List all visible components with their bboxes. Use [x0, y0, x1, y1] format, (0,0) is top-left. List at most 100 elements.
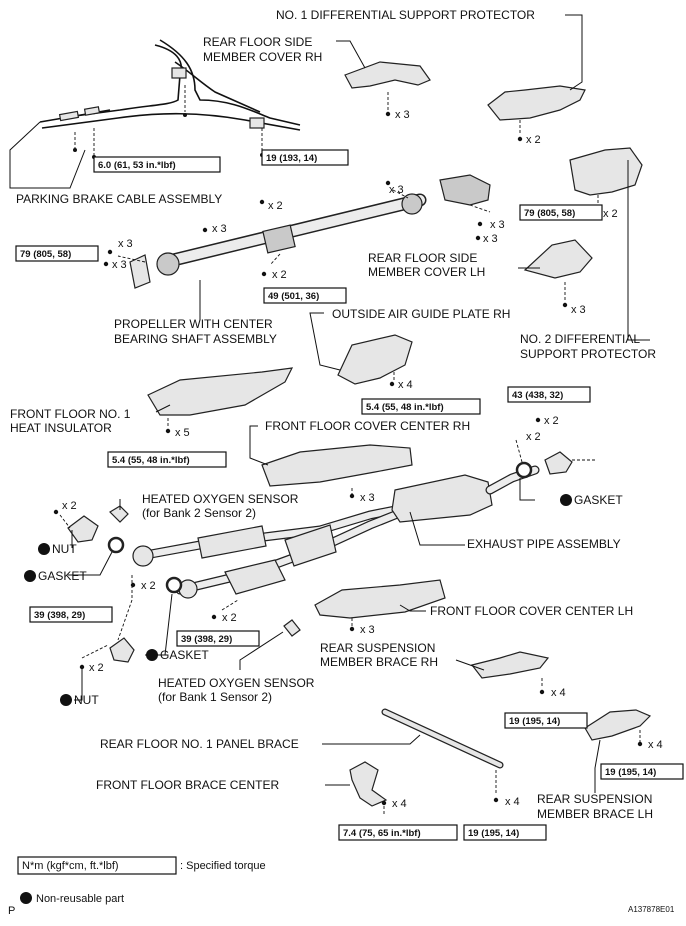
label-no2-diff-2: SUPPORT PROTECTOR [520, 347, 656, 361]
svg-text:39 (398, 29): 39 (398, 29) [34, 610, 85, 621]
qty-bolt-39-2: x 2 [222, 612, 237, 624]
parking-brake-cable-drawing [39, 39, 301, 131]
qty-heat-insulator: x 5 [175, 427, 190, 439]
corner-letter: P [8, 905, 15, 917]
torque-box-19-195-lh: 19 (195, 14) [600, 763, 684, 780]
qty-rear-susp-lh: x 4 [648, 739, 663, 751]
bolt-markers [53, 180, 643, 806]
label-no2-diff-1: NO. 2 DIFFERENTIAL [520, 332, 640, 346]
legend-torque-text: : Specified torque [180, 860, 266, 872]
label-o2-bank1-2: (for Bank 1 Sensor 2) [158, 690, 272, 704]
o2-sensor-bank2-drawing [109, 505, 129, 523]
torque-box-19-195-rh: 19 (195, 14) [504, 712, 588, 729]
gasket-ring-bank2 [107, 536, 125, 554]
torque-box-5-4-insulator: 5.4 (55, 48 in.*lbf) [107, 451, 227, 468]
label-heat-insulator-2: HEAT INSULATOR [10, 421, 112, 435]
front-pipe-bank1-drawing [109, 637, 135, 663]
no2-diff-protector-drawing [569, 147, 643, 196]
qty-front-flange-1: x 3 [118, 238, 133, 250]
svg-text:6.0 (61, 53 in.*lbf): 6.0 (61, 53 in.*lbf) [98, 160, 176, 171]
label-front-floor-cover-rh: FRONT FLOOR COVER CENTER RH [265, 419, 470, 433]
legend-nonreusable: Non-reusable part [20, 892, 124, 905]
rear-susp-brace-rh-drawing [470, 651, 550, 679]
qty-panel-brace: x 4 [505, 796, 520, 808]
qty-rear-cover-rh: x 3 [395, 109, 410, 121]
svg-text:19 (193, 14): 19 (193, 14) [266, 153, 317, 164]
qty-front-cover-lh: x 3 [360, 624, 375, 636]
torque-box-19-195-brace: 19 (195, 14) [463, 824, 547, 841]
label-gasket-2: GASKET [160, 648, 209, 662]
label-propeller-1: PROPELLER WITH CENTER [114, 317, 273, 331]
qty-center-bearing: x 2 [268, 200, 283, 212]
gasket-ring-bank1 [165, 576, 183, 594]
svg-text:19 (195, 14): 19 (195, 14) [605, 767, 656, 778]
rear-floor-side-cover-lh-drawing [523, 239, 593, 279]
outside-air-guide-drawing [337, 334, 413, 385]
front-floor-cover-lh-drawing [314, 579, 446, 619]
svg-text:5.4 (55, 48 in.*lbf): 5.4 (55, 48 in.*lbf) [112, 455, 190, 466]
qty-nut-1: x 2 [62, 500, 77, 512]
label-gasket-rear: GASKET [574, 493, 623, 507]
label-rear-susp-lh-1: REAR SUSPENSION [537, 792, 652, 806]
qty-front-cover-rh: x 3 [360, 492, 375, 504]
front-floor-cover-rh-drawing [261, 444, 413, 487]
torque-box-39-right: 39 (398, 29) [176, 630, 260, 647]
torque-box-19-193: 19 (193, 14) [261, 149, 349, 166]
svg-text:79 (805, 58): 79 (805, 58) [20, 249, 71, 260]
label-no1-diff-protector: NO. 1 DIFFERENTIAL SUPPORT PROTECTOR [276, 8, 535, 22]
legend-torque: N*m (kgf*cm, ft.*lbf) : Specified torque [17, 856, 266, 875]
svg-text:43 (438, 32): 43 (438, 32) [512, 390, 563, 401]
label-nut-2: NUT [74, 693, 99, 707]
qty-no2-diff: x 2 [603, 208, 618, 220]
svg-text:79 (805, 58): 79 (805, 58) [524, 208, 575, 219]
label-nut-1: NUT [52, 542, 77, 556]
nonreusable-marker-nut-2 [60, 694, 72, 706]
label-outside-air-guide: OUTSIDE AIR GUIDE PLATE RH [332, 307, 510, 321]
torque-box-7-4: 7.4 (75, 65 in.*lbf) [338, 824, 458, 841]
torque-box-79-right: 79 (805, 58) [519, 204, 603, 221]
o2-sensor-bank1-drawing [283, 619, 301, 637]
label-rear-floor-cover-rh-2: MEMBER COVER RH [203, 50, 322, 64]
svg-text:39 (398, 29): 39 (398, 29) [181, 634, 232, 645]
label-exhaust-pipe: EXHAUST PIPE ASSEMBLY [467, 537, 621, 551]
qty-rear-cover-lh: x 3 [571, 304, 586, 316]
front-pipe-bank2-drawing [67, 515, 99, 543]
qty-center-bolt: x 3 [212, 223, 227, 235]
label-front-floor-cover-lh: FRONT FLOOR COVER CENTER LH [430, 604, 633, 618]
label-front-floor-brace: FRONT FLOOR BRACE CENTER [96, 778, 279, 792]
propeller-shaft-drawing [129, 193, 427, 289]
nonreusable-marker-nut-1 [38, 543, 50, 555]
rear-susp-brace-lh-drawing [584, 709, 652, 741]
label-rear-susp-rh-2: MEMBER BRACE RH [320, 655, 438, 669]
qty-rear-flange-3: x 3 [483, 233, 498, 245]
qty-no1-diff: x 2 [526, 134, 541, 146]
label-rear-susp-rh-1: REAR SUSPENSION [320, 641, 435, 655]
qty-nut-2: x 2 [89, 662, 104, 674]
rear-tail-flange [544, 451, 573, 475]
label-gasket-1: GASKET [38, 569, 87, 583]
label-rear-floor-panel-brace: REAR FLOOR NO. 1 PANEL BRACE [100, 737, 299, 751]
legend-unit: N*m (kgf*cm, ft.*lbf) [22, 860, 119, 872]
svg-text:7.4 (75, 65 in.*lbf): 7.4 (75, 65 in.*lbf) [343, 828, 421, 839]
gasket-ring-rear [515, 461, 533, 479]
front-floor-heat-insulator-drawing [147, 367, 294, 416]
torque-box-6-0: 6.0 (61, 53 in.*lbf) [93, 156, 221, 173]
torque-box-49: 49 (501, 36) [263, 287, 347, 304]
nonreusable-marker-gasket-1 [24, 570, 36, 582]
label-rear-floor-cover-lh-1: REAR FLOOR SIDE [368, 251, 477, 265]
rear-floor-side-cover-rh-drawing [344, 61, 431, 89]
svg-text:19 (195, 14): 19 (195, 14) [468, 828, 519, 839]
label-heat-insulator-1: FRONT FLOOR NO. 1 [10, 407, 131, 421]
qty-center-support: x 2 [272, 269, 287, 281]
qty-front-brace: x 4 [392, 798, 407, 810]
label-o2-bank2-1: HEATED OXYGEN SENSOR [142, 492, 299, 506]
nonreusable-marker-gasket-rear [560, 494, 572, 506]
label-o2-bank1-1: HEATED OXYGEN SENSOR [158, 676, 315, 690]
label-propeller-2: BEARING SHAFT ASSEMBLY [114, 332, 277, 346]
front-floor-brace-center-drawing [349, 761, 388, 807]
legend-nonreusable-text: Non-reusable part [36, 893, 124, 905]
qty-rear-bolt-2: x 2 [526, 431, 541, 443]
torque-box-39-left: 39 (398, 29) [29, 606, 113, 623]
qty-rear-susp-rh: x 4 [551, 687, 566, 699]
